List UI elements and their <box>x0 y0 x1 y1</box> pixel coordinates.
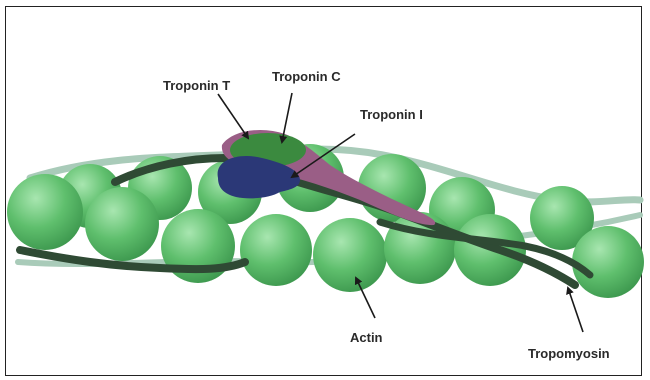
actin-bead <box>85 187 159 261</box>
label-troponin-c: Troponin C <box>272 69 341 84</box>
label-tropomyosin: Tropomyosin <box>528 346 610 361</box>
arrow-tropomyosin <box>568 288 583 332</box>
label-troponin-t: Troponin T <box>163 78 230 93</box>
arrow-troponin-c <box>282 93 292 142</box>
actin-bead <box>7 174 83 250</box>
actin-bead <box>240 214 312 286</box>
label-troponin-i: Troponin I <box>360 107 423 122</box>
actin-bead <box>313 218 387 292</box>
arrow-troponin-t <box>218 94 248 138</box>
actin-bead <box>572 226 644 298</box>
label-actin: Actin <box>350 330 383 345</box>
